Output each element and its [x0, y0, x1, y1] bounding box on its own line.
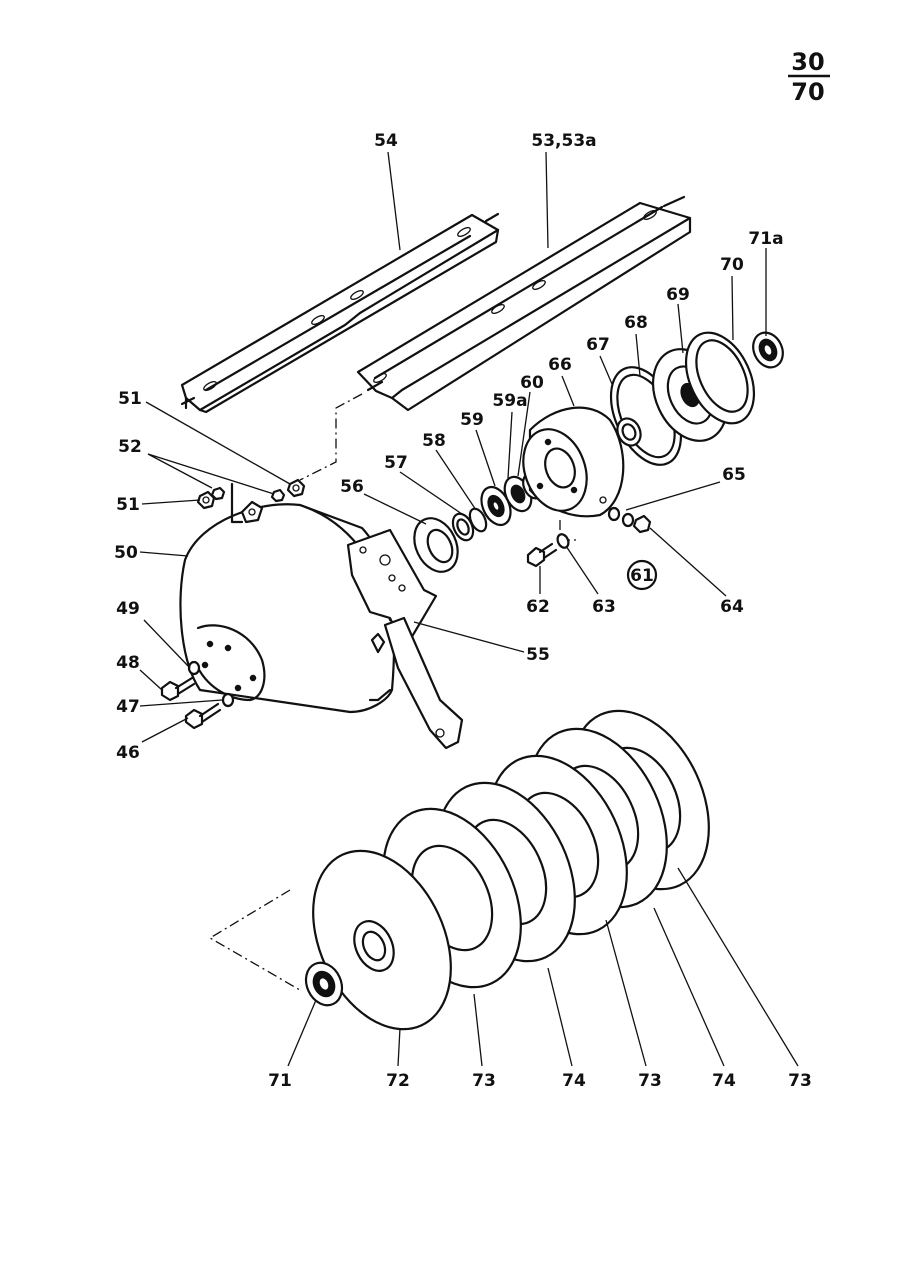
callout-73-b: 73 — [638, 1071, 662, 1091]
callout-69: 69 — [666, 285, 690, 305]
callout-53: 53,53a — [531, 131, 596, 151]
callout-56: 56 — [340, 477, 364, 497]
callout-62: 62 — [526, 597, 550, 617]
part-51-52-nuts — [196, 478, 306, 510]
callout-74-a: 74 — [562, 1071, 586, 1091]
callout-55: 55 — [526, 645, 550, 665]
part-71-bearing — [304, 961, 344, 1007]
callout-59a: 59a — [492, 391, 527, 411]
callout-47: 47 — [116, 697, 140, 717]
part-56-flange — [413, 517, 459, 573]
callout-57: 57 — [384, 453, 408, 473]
leader-lines — [139, 151, 799, 1067]
callout-51-lower: 51 — [116, 495, 140, 515]
part-53-scraper-strip — [356, 195, 692, 412]
circled-61-marker — [626, 559, 658, 591]
callout-63: 63 — [592, 597, 616, 617]
callout-67: 67 — [586, 335, 610, 355]
callout-46: 46 — [116, 743, 140, 763]
callout-50: 50 — [114, 543, 138, 563]
callout-73-a: 73 — [472, 1071, 496, 1091]
callout-48: 48 — [116, 653, 140, 673]
callout-60: 60 — [520, 373, 544, 393]
callout-61: 61 — [630, 566, 654, 586]
callout-65: 65 — [722, 465, 746, 485]
callout-71a: 71a — [748, 229, 783, 249]
part-46-49-bolts — [160, 660, 235, 730]
part-54-scraper-strip — [180, 212, 500, 414]
page-number-top: 30 — [791, 48, 824, 76]
callout-52: 52 — [118, 437, 142, 457]
callout-51-upper: 51 — [118, 389, 142, 409]
callout-58: 58 — [422, 431, 446, 451]
callout-74-b: 74 — [712, 1071, 736, 1091]
callout-70: 70 — [720, 255, 744, 275]
callout-68: 68 — [624, 313, 648, 333]
assembly-line-lower — [208, 889, 301, 991]
callout-73-c: 73 — [788, 1071, 812, 1091]
callout-54: 54 — [374, 131, 398, 151]
part-62-65-fasteners — [526, 506, 652, 568]
part-70-cap — [684, 331, 756, 425]
callout-59: 59 — [460, 410, 484, 430]
part-71a-bearing — [752, 331, 784, 369]
page-number: 30 70 — [788, 48, 830, 106]
assembly-line-upper — [299, 393, 363, 481]
part-66-bearing-housing — [522, 406, 625, 518]
callout-71: 71 — [268, 1071, 292, 1091]
callout-labels: 54 53,53a 71a 70 69 68 67 66 60 59a 59 5… — [114, 131, 812, 1091]
callout-72: 72 — [386, 1071, 410, 1091]
part-55-mounting-bracket — [346, 528, 464, 750]
page-number-bottom: 70 — [791, 78, 824, 106]
callout-64: 64 — [720, 597, 744, 617]
callout-66: 66 — [548, 355, 572, 375]
callout-49: 49 — [116, 599, 140, 619]
